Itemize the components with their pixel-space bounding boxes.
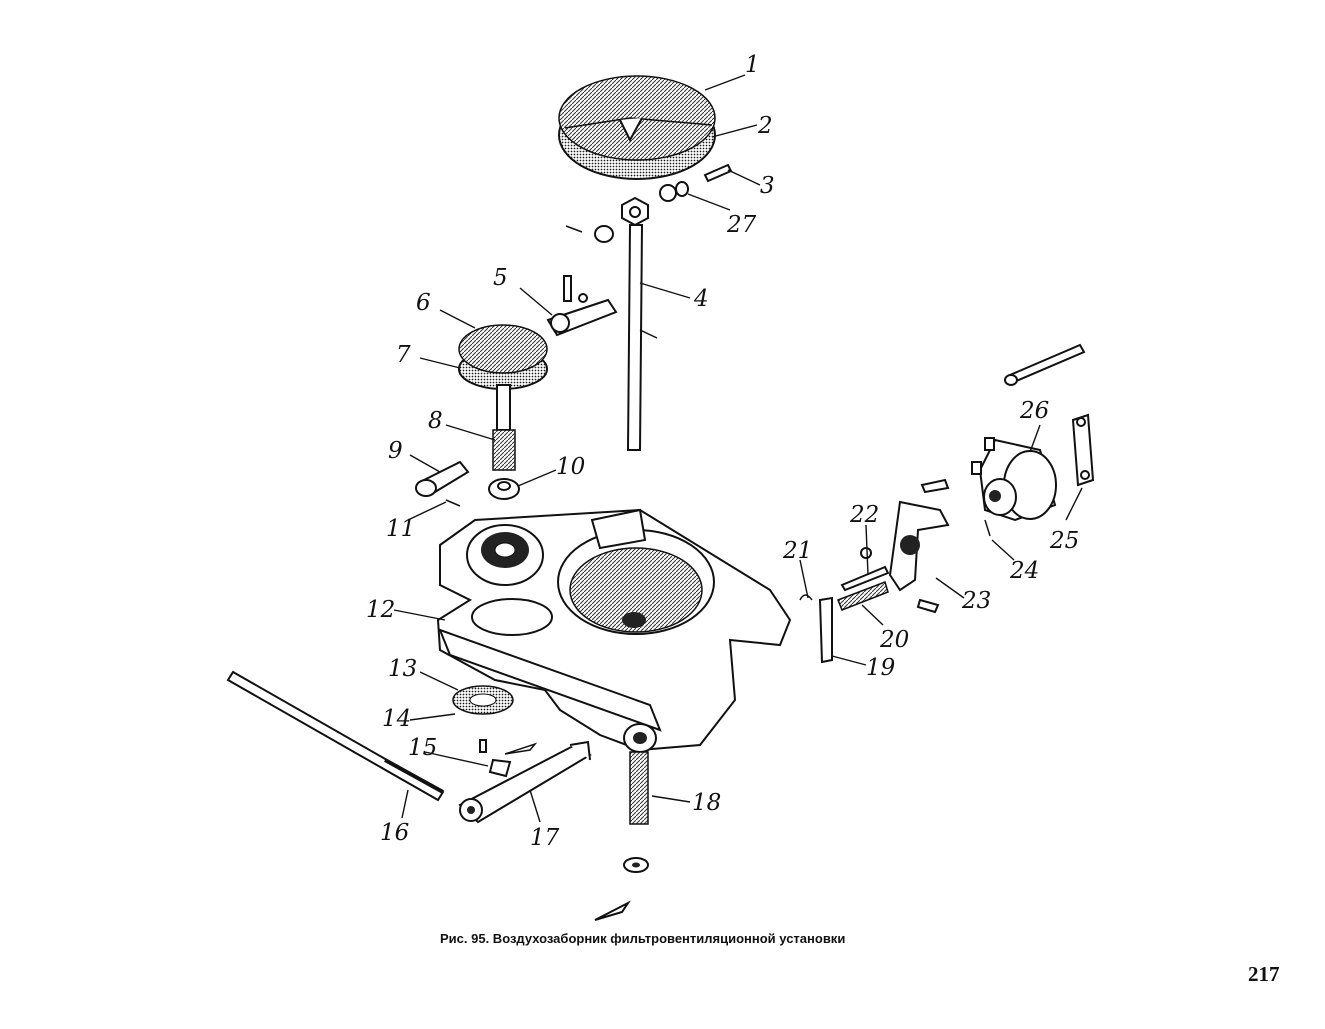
callout-8: 8 (428, 408, 443, 434)
callout-19: 19 (866, 655, 895, 681)
callout-3: 3 (760, 173, 775, 199)
callout-1: 1 (745, 52, 760, 78)
nut-part (488, 478, 520, 500)
callout-22: 22 (849, 502, 879, 528)
callout-27: 27 (726, 212, 757, 238)
shaft-part (226, 670, 445, 802)
bracket-plate-part (1071, 413, 1095, 487)
arm-part (458, 740, 592, 824)
lever-part (546, 275, 618, 337)
callout-23: 23 (961, 588, 991, 614)
main-housing-part (436, 508, 792, 753)
leader-lines (393, 74, 1083, 823)
clip-part (488, 742, 538, 778)
threaded-stud-part (594, 751, 649, 921)
callout-21: 21 (782, 538, 812, 564)
small-lever-part (415, 460, 470, 507)
figure-caption: Рис. 95. Воздухозаборник фильтровентиляц… (440, 931, 846, 946)
callout-labels: 1 2 3 27 4 5 6 7 8 9 10 11 12 13 14 15 1… (366, 52, 1079, 851)
callout-15: 15 (408, 735, 437, 761)
callout-24: 24 (1009, 558, 1039, 584)
callout-6: 6 (416, 290, 431, 316)
small-filter-cap-part (458, 324, 548, 390)
callout-12: 12 (366, 597, 395, 623)
callout-11: 11 (386, 516, 415, 542)
callout-16: 16 (380, 820, 409, 846)
threaded-stem-part (492, 384, 516, 471)
callout-26: 26 (1019, 398, 1049, 424)
callout-25: 25 (1049, 528, 1079, 554)
callout-20: 20 (879, 627, 909, 653)
page-number: 217 (1248, 962, 1280, 986)
callout-13: 13 (388, 656, 417, 682)
callout-17: 17 (530, 825, 560, 851)
callout-2: 2 (757, 113, 773, 139)
rod-part (565, 196, 658, 451)
gasket-part (452, 685, 514, 753)
callout-18: 18 (692, 790, 721, 816)
solenoid-part (971, 343, 1086, 537)
linkage-part (799, 478, 950, 664)
bolt-washer-part (659, 163, 733, 202)
callout-10: 10 (556, 454, 585, 480)
callout-5: 5 (493, 265, 508, 291)
callout-7: 7 (396, 342, 411, 368)
filter-cap-part (558, 75, 716, 180)
callout-14: 14 (382, 706, 411, 732)
callout-9: 9 (388, 438, 403, 464)
callout-4: 4 (693, 286, 709, 312)
